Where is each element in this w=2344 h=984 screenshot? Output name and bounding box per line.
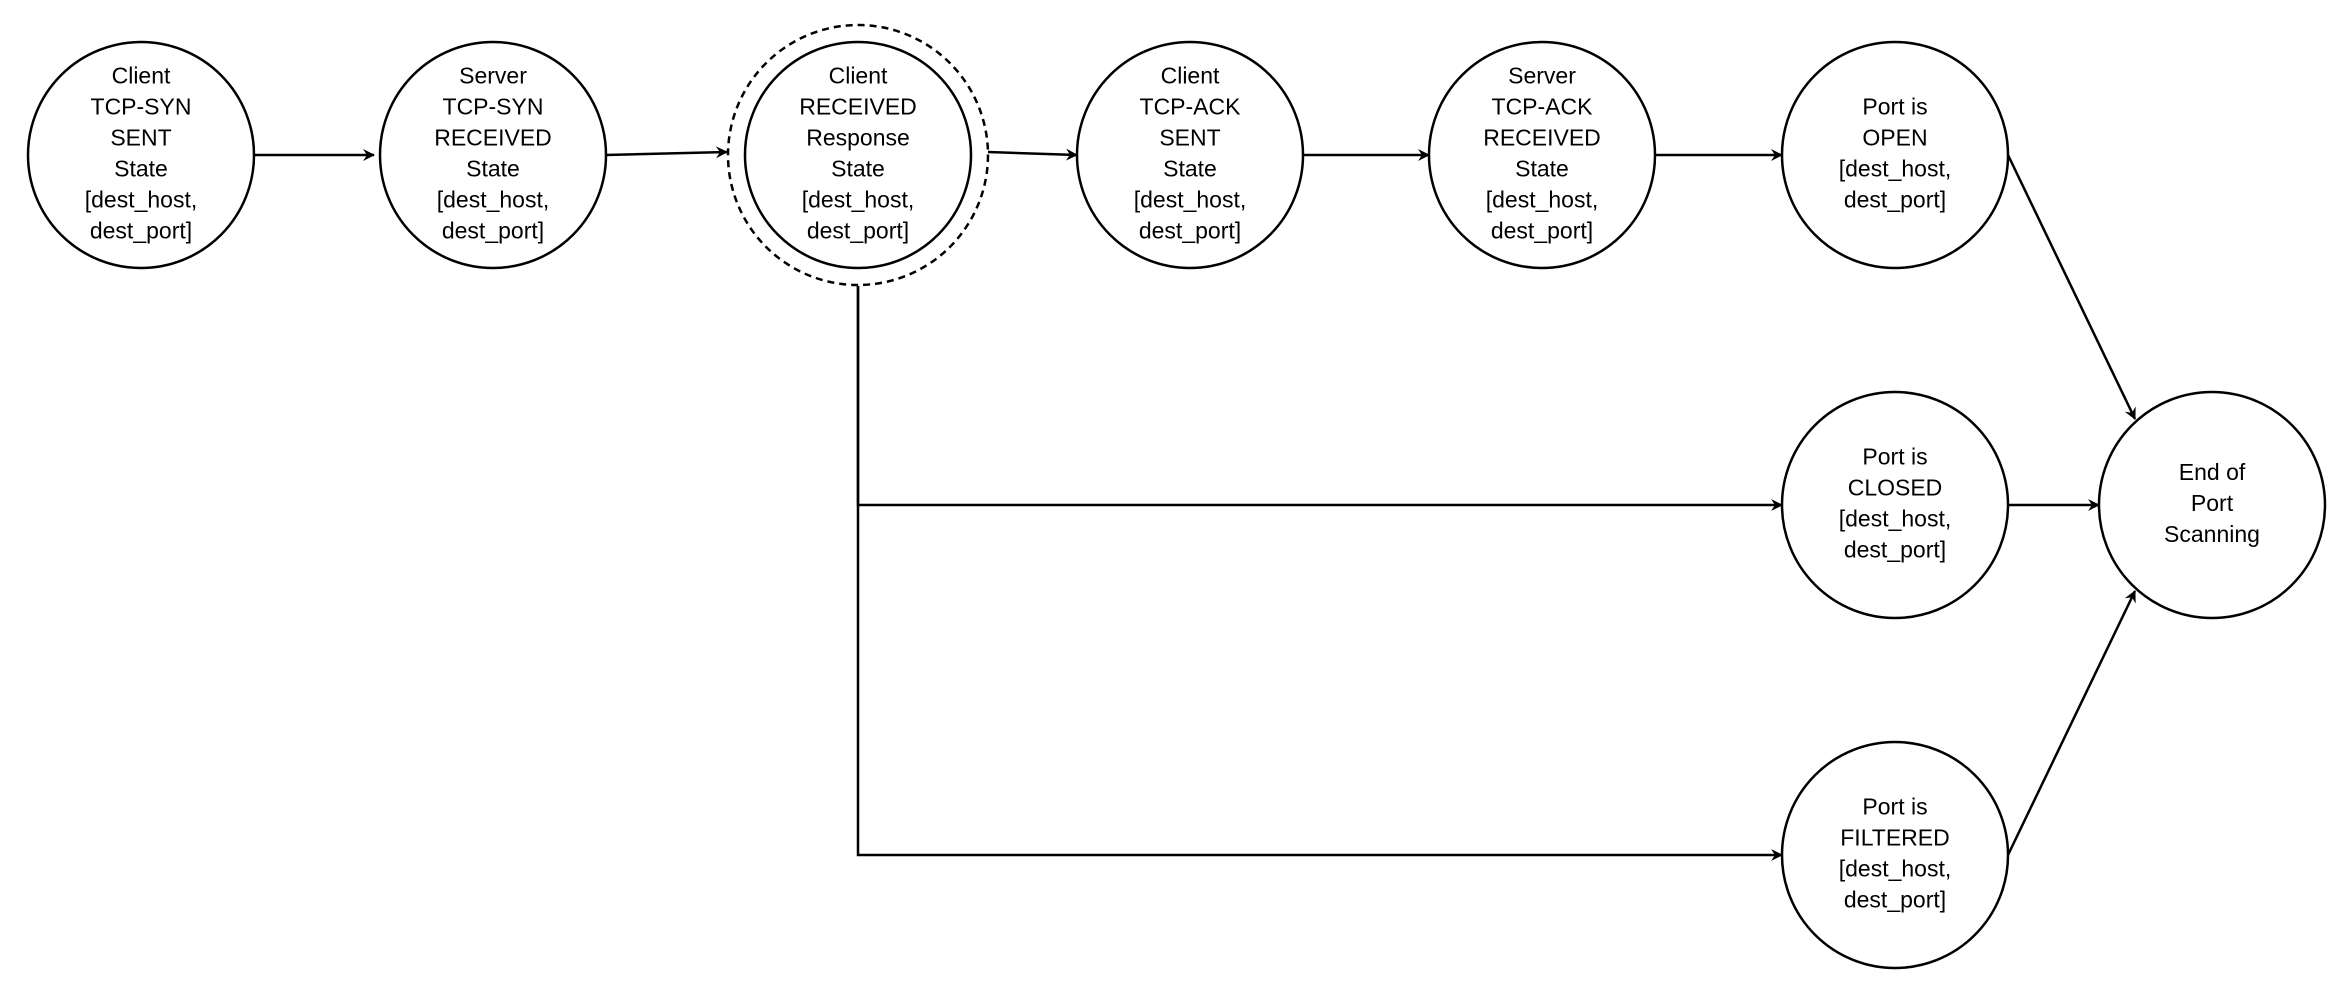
node-port-open: Port is OPEN [dest_host, dest_port] (1780, 40, 2010, 270)
node-label-line: [dest_host, (1486, 187, 1599, 213)
node-circle (1780, 390, 2010, 620)
node-label-line: Client (112, 63, 171, 89)
node-label-line: Port is (1862, 94, 1927, 120)
edge-server-syn-received-to-client-received-response (605, 146, 728, 159)
node-label-line: dest_port] (90, 218, 192, 244)
node-label-line: TCP-SYN (443, 94, 544, 120)
node-label-line: [dest_host, (85, 187, 198, 213)
node-label-line: [dest_host, (1134, 187, 1247, 213)
node-port-closed: Port is CLOSED [dest_host, dest_port] (1780, 390, 2010, 620)
node-label-line: [dest_host, (437, 187, 550, 213)
node-label-line: dest_port] (807, 218, 909, 244)
node-circle (1780, 40, 2010, 270)
edge-client-received-response-to-port-closed (856, 286, 1783, 511)
node-label-line: Server (1508, 63, 1576, 89)
node-label-line: Scanning (2164, 521, 2260, 547)
edge-client-received-response-to-client-ack-sent (987, 148, 1078, 161)
node-label-line: Client (829, 63, 888, 89)
node-label-line: State (831, 156, 885, 182)
edge-port-filtered-to-end-of-port-scanning (2006, 590, 2137, 856)
node-label-line: dest_port] (1139, 218, 1241, 244)
node-circle (26, 40, 256, 270)
edge-client-received-response-to-port-filtered (856, 286, 1783, 861)
node-label-line: Port is (1862, 444, 1927, 470)
node-label-line: RECEIVED (1483, 125, 1601, 151)
node-label-line: State (114, 156, 168, 182)
edge-port-open-to-end-of-port-scanning (2006, 154, 2137, 420)
node-label-line: RECEIVED (799, 94, 917, 120)
node-label-line: TCP-ACK (1140, 94, 1242, 120)
node-label-line: dest_port] (1491, 218, 1593, 244)
node-label-line: Server (459, 63, 527, 89)
node-label-line: Response (806, 125, 910, 151)
node-label-line: dest_port] (1844, 537, 1946, 563)
node-circle (1427, 40, 1657, 270)
node-label-line: TCP-ACK (1492, 94, 1594, 120)
node-label-line: TCP-SYN (91, 94, 192, 120)
node-label-line: [dest_host, (1839, 156, 1952, 182)
node-label-line: Port is (1862, 794, 1927, 820)
node-label-line: dest_port] (1844, 887, 1946, 913)
node-label-line: End of (2179, 459, 2246, 485)
node-label-line: [dest_host, (1839, 506, 1952, 532)
node-label-line: RECEIVED (434, 125, 552, 151)
node-label-line: State (1515, 156, 1569, 182)
node-label-line: dest_port] (442, 218, 544, 244)
node-label-line: dest_port] (1844, 187, 1946, 213)
node-circle (378, 40, 608, 270)
node-label-line: [dest_host, (1839, 856, 1952, 882)
node-circle (1780, 740, 2010, 970)
node-label-line: State (466, 156, 520, 182)
node-label-line: SENT (1159, 125, 1220, 151)
node-port-filtered: Port is FILTERED [dest_host, dest_port] (1780, 740, 2010, 970)
node-circle (1075, 40, 1305, 270)
node-circle (743, 40, 973, 270)
node-label-line: State (1163, 156, 1217, 182)
node-label-line: OPEN (1862, 125, 1927, 151)
node-label-line: Client (1161, 63, 1220, 89)
node-label-line: Port (2191, 490, 2234, 516)
node-label-line: SENT (110, 125, 171, 151)
node-label-line: CLOSED (1848, 475, 1943, 501)
node-label-line: FILTERED (1840, 825, 1949, 851)
node-label-line: [dest_host, (802, 187, 915, 213)
node-circle (2097, 390, 2327, 620)
